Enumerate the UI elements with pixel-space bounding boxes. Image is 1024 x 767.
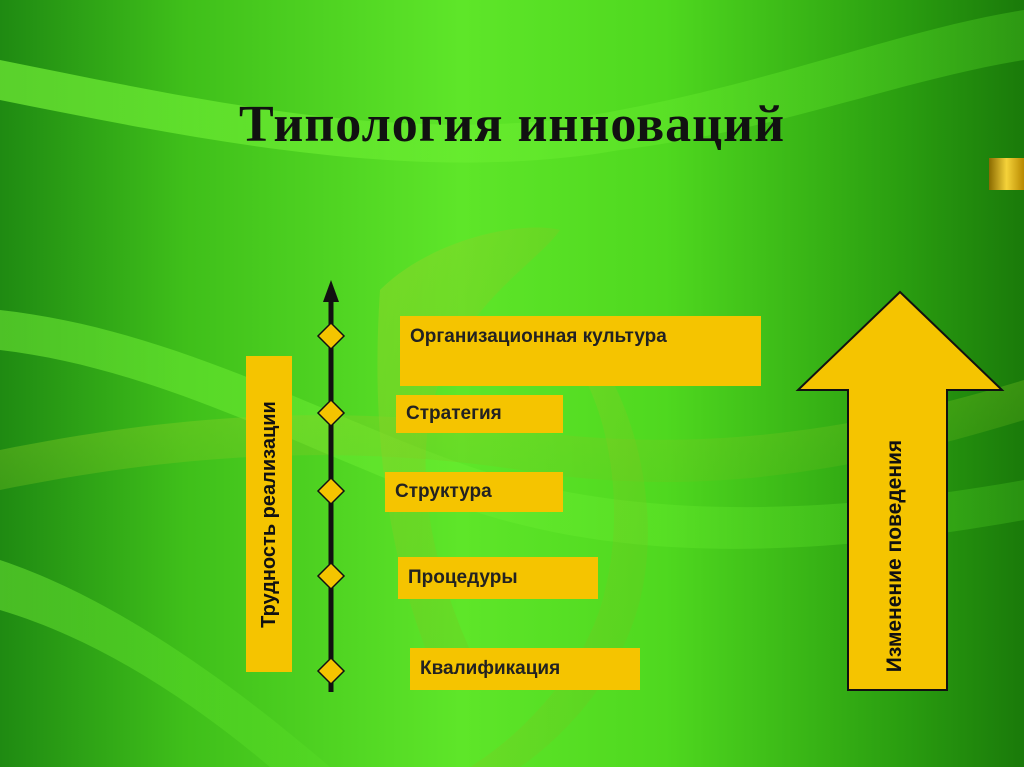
level-box: Квалификация <box>410 648 640 690</box>
axis-marker <box>316 561 346 591</box>
level-label: Стратегия <box>406 403 502 424</box>
axis-label-text: Трудность реализации <box>257 400 280 628</box>
level-label: Структура <box>395 481 492 502</box>
level-label: Квалификация <box>420 658 561 679</box>
corner-decoration <box>985 158 1024 190</box>
level-box: Структура <box>385 472 563 512</box>
axis-marker <box>316 656 346 686</box>
axis-marker <box>316 398 346 428</box>
level-label: Организационная культура <box>410 326 667 347</box>
difficulty-axis <box>316 280 346 692</box>
level-label: Процедуры <box>408 567 518 588</box>
behavior-change-arrow <box>795 290 1005 691</box>
axis-arrowhead <box>323 280 339 302</box>
arrow-label-text: Изменение поведения <box>883 439 906 673</box>
slide-title: Типология инноваций <box>238 96 786 153</box>
axis-marker <box>316 476 346 506</box>
level-box: Процедуры <box>398 557 598 599</box>
axis-label: Трудность реализации <box>246 356 292 672</box>
level-box: Организационная культура <box>400 316 761 386</box>
level-box: Стратегия <box>396 395 563 433</box>
arrow-label: Изменение поведения <box>848 420 942 692</box>
axis-marker <box>316 321 346 351</box>
